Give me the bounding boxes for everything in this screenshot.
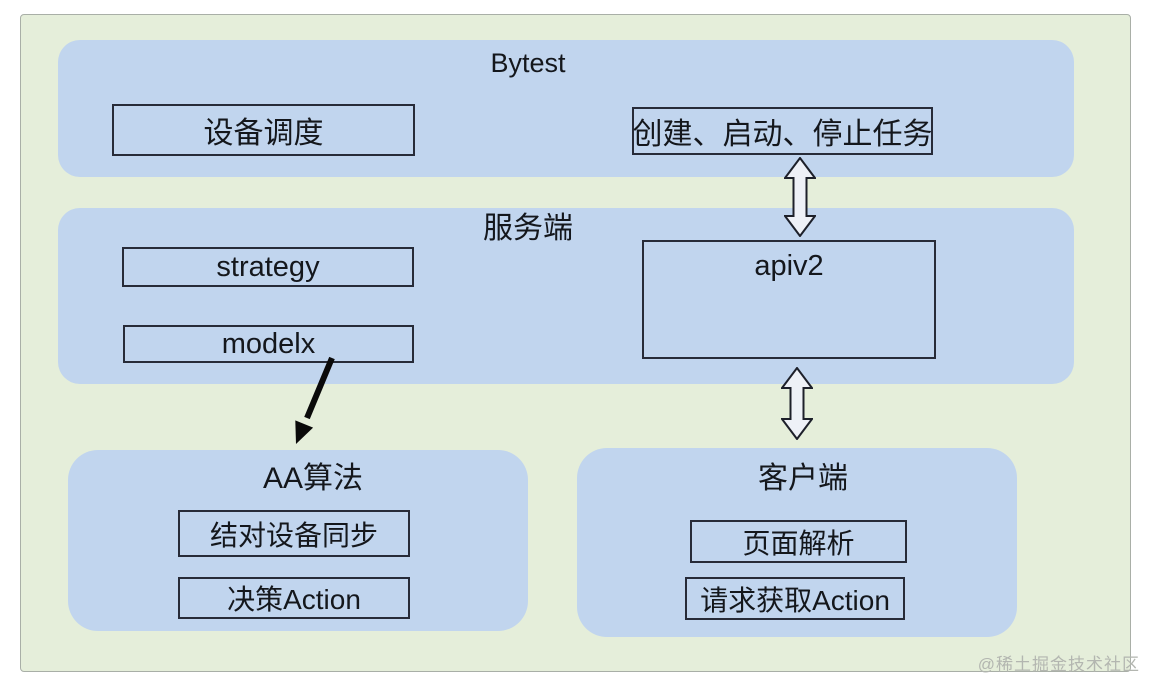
box-decision-action: 决策Action — [178, 577, 410, 619]
panel-aa-algorithm: AA算法 结对设备同步 决策Action — [68, 450, 528, 631]
panel-server: 服务端 strategy modelx apiv2 — [58, 208, 1074, 384]
box-pair-device-sync: 结对设备同步 — [178, 510, 410, 557]
box-strategy: strategy — [122, 247, 414, 287]
double-arrow-task-apiv2-icon — [784, 157, 816, 237]
box-device-scheduling: 设备调度 — [112, 104, 415, 156]
panel-client-title: 客户端 — [758, 462, 848, 495]
arrow-modelx-to-aa-icon — [295, 356, 335, 444]
box-page-parse: 页面解析 — [690, 520, 907, 563]
panel-bytest: Bytest 设备调度 创建、启动、停止任务 — [58, 40, 1074, 177]
panel-server-title: 服务端 — [483, 212, 573, 245]
double-arrow-apiv2-client-icon — [781, 367, 813, 440]
box-modelx: modelx — [123, 325, 414, 363]
panel-client: 客户端 页面解析 请求获取Action — [577, 448, 1017, 637]
watermark: @稀土掘金技术社区 — [977, 655, 1140, 674]
box-task-lifecycle: 创建、启动、停止任务 — [632, 107, 933, 155]
box-apiv2: apiv2 — [642, 240, 936, 359]
panel-aa-algorithm-title: AA算法 — [262, 462, 364, 495]
box-request-action: 请求获取Action — [685, 577, 905, 620]
panel-bytest-title: Bytest — [490, 48, 566, 78]
